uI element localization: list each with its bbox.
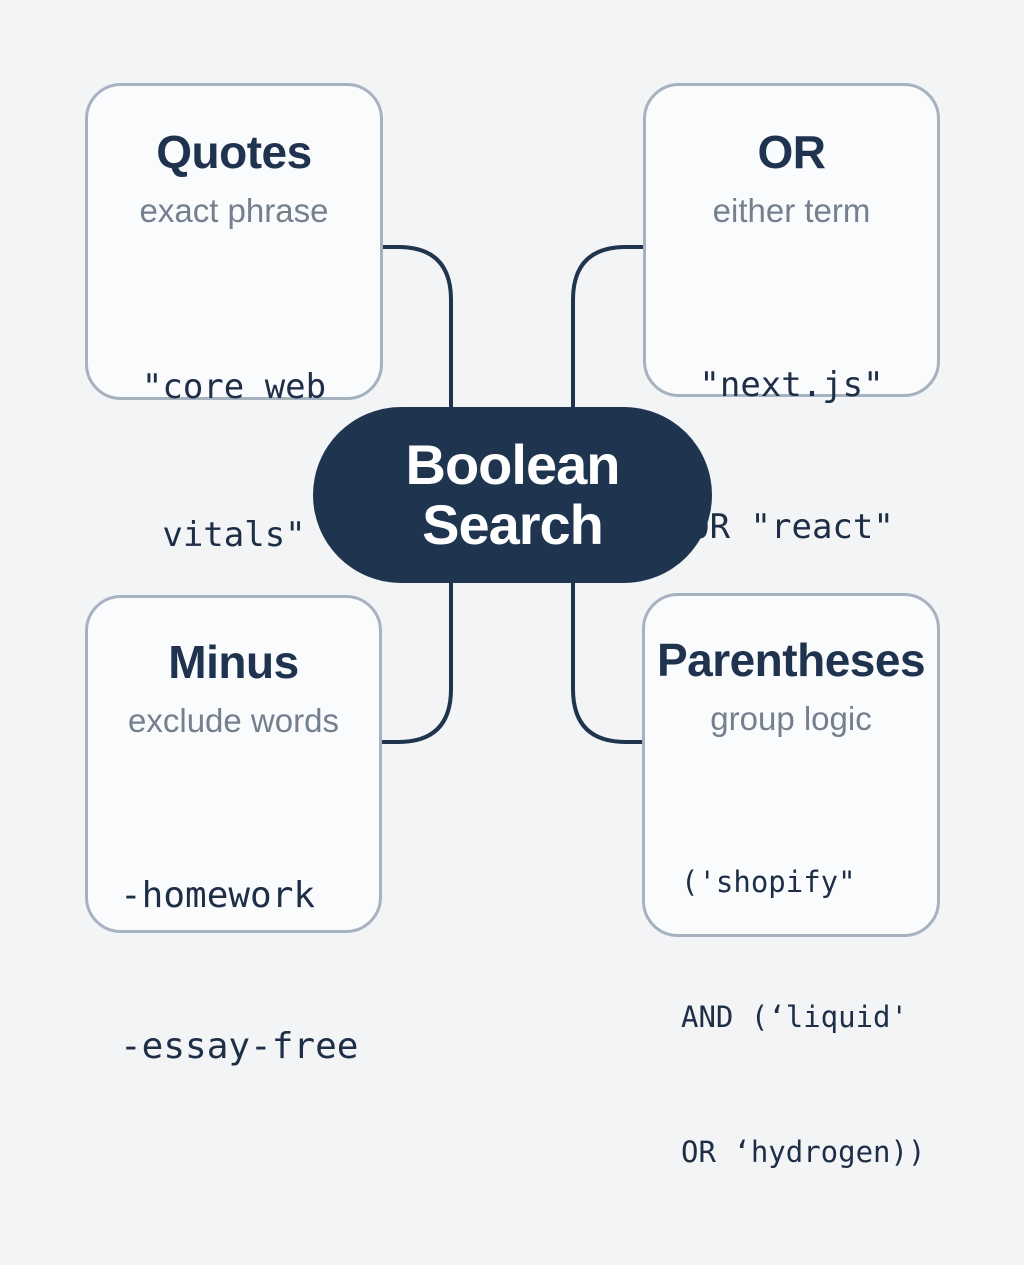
node-minus-example: -homework -essay-free <box>88 770 358 1173</box>
node-parentheses-example: ('shopify" AND (‘liquid' OR ‘hydrogen)) <box>645 770 925 1264</box>
connector-minus-to-center <box>381 579 453 744</box>
code-line: ('shopify" <box>681 865 856 900</box>
node-quotes: Quotes exact phrase "core web vitals" <box>85 83 383 555</box>
code-line: "core web <box>141 367 327 408</box>
node-parentheses-subtitle: group logic <box>710 699 872 737</box>
center-label-line1: Boolean <box>405 433 621 497</box>
code-line: OR ‘hydrogen)) <box>681 1134 926 1169</box>
node-parentheses-title: Parentheses <box>656 634 926 686</box>
node-minus-title: Minus <box>168 636 299 688</box>
center-node-boolean-search: Boolean Search <box>313 407 712 583</box>
node-quotes-example: "core web vitals" <box>142 264 326 658</box>
code-line: AND (‘liquid' <box>681 1000 908 1035</box>
node-minus: Minus exclude words -homework -essay-fre… <box>85 595 382 1067</box>
connector-lines <box>381 245 645 744</box>
boolean-search-diagram: Quotes exact phrase "core web vitals" OR… <box>85 83 940 1169</box>
center-label-line2: Search <box>422 493 604 556</box>
node-or-title: OR <box>757 126 827 178</box>
code-line: "next.js" <box>699 364 884 405</box>
node-or-subtitle: either term <box>712 191 871 229</box>
code-line: -homework <box>120 875 316 917</box>
node-or: OR either term "next.js" OR "react" <box>643 83 940 547</box>
connector-quotes-to-center <box>381 245 453 411</box>
connector-or-to-center <box>571 245 645 411</box>
node-minus-subtitle: exclude words <box>128 701 339 739</box>
node-quotes-title: Quotes <box>156 126 312 178</box>
code-line: -essay-free <box>120 1026 359 1068</box>
code-line: OR "react" <box>689 507 894 548</box>
node-or-example: "next.js" OR "react" <box>689 266 894 647</box>
node-parentheses: Parentheses group logic ('shopify" AND (… <box>642 593 940 1169</box>
node-quotes-subtitle: exact phrase <box>139 191 329 229</box>
code-line: vitals" <box>162 514 306 555</box>
connector-parentheses-to-center <box>571 579 645 744</box>
